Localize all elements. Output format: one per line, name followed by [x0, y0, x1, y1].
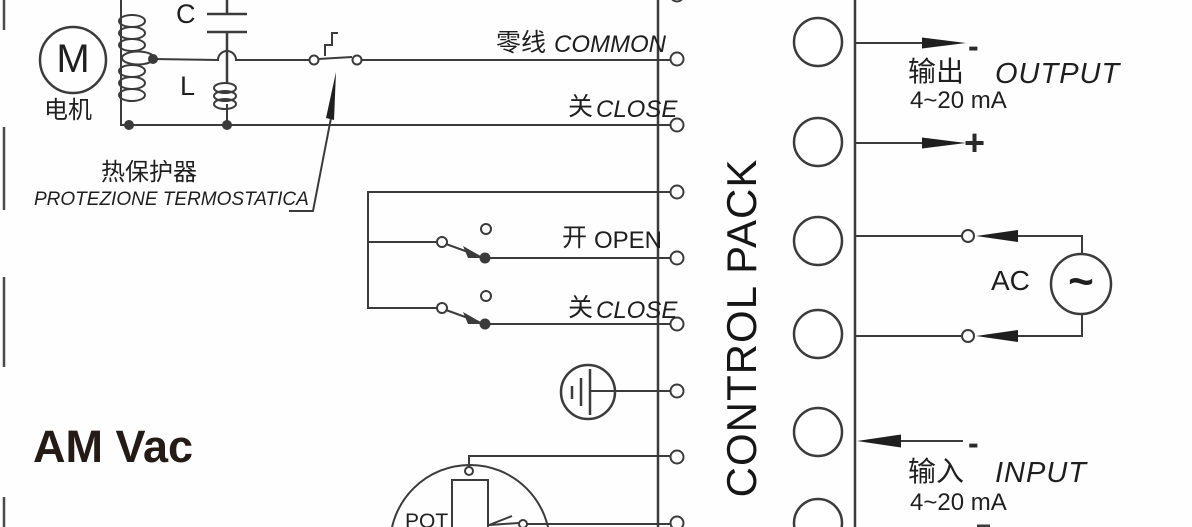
potentiometer-symbol	[391, 455, 671, 527]
thermal-protector-switch	[308, 32, 363, 66]
close2-label-en: CLOSE	[596, 297, 678, 324]
ac-wave-symbol: ~	[1068, 257, 1094, 306]
common-label-zh: 零线	[496, 29, 547, 57]
output-minus-sign: -	[968, 28, 979, 64]
close1-label-zh: 关	[568, 93, 594, 121]
control-pack-label: CONTROL PACK	[718, 158, 765, 498]
output-wires	[855, 37, 966, 149]
output-range-label: 4~20 mA	[910, 87, 1007, 114]
output-plus-sign: +	[964, 122, 986, 163]
control-pack-terminals-large	[792, 16, 844, 527]
control-pack-box	[656, 0, 857, 527]
control-pack-terminals-small	[669, 0, 685, 527]
common-wire	[152, 50, 671, 62]
output-label-en: OUTPUT	[995, 58, 1121, 90]
thermal-protector-leader-arrow	[289, 72, 336, 212]
ground-symbol	[559, 363, 671, 421]
input-label-en: INPUT	[995, 457, 1087, 489]
output-label-zh: 输出	[908, 56, 965, 87]
inductor-label: L	[180, 71, 196, 101]
input-minus-sign: -	[968, 425, 979, 461]
motor-winding-coil	[118, 0, 671, 130]
open-label-zh: 开	[562, 224, 588, 252]
close-switch	[436, 290, 671, 330]
thermal-protector-label-it: PROTEZIONE TERMOSTATICA	[34, 189, 309, 210]
potentiometer-label: POT	[405, 510, 449, 527]
open-label-en: OPEN	[594, 227, 663, 254]
capacitor-symbol	[207, 0, 247, 84]
thermal-protector-label-zh: 热保护器	[101, 159, 197, 186]
input-wires	[857, 434, 990, 527]
common-label-en: COMMON	[554, 31, 666, 58]
ac-supply-wires	[855, 229, 1113, 343]
capacitor-label: C	[176, 0, 196, 29]
open-switch	[436, 223, 671, 264]
close2-label-zh: 关	[568, 294, 594, 322]
input-range-label: 4~20 mA	[910, 489, 1007, 516]
open-close-switch-bracket	[367, 191, 671, 309]
inductor-symbol	[213, 82, 237, 130]
page-title: AM Vac	[33, 421, 194, 472]
ac-label: AC	[991, 265, 1030, 296]
motor-label: 电机	[44, 97, 92, 124]
input-label-zh: 输入	[908, 456, 965, 487]
close1-label-en: CLOSE	[596, 96, 678, 123]
motor-letter: M	[56, 37, 90, 81]
motor-symbol	[38, 25, 108, 95]
